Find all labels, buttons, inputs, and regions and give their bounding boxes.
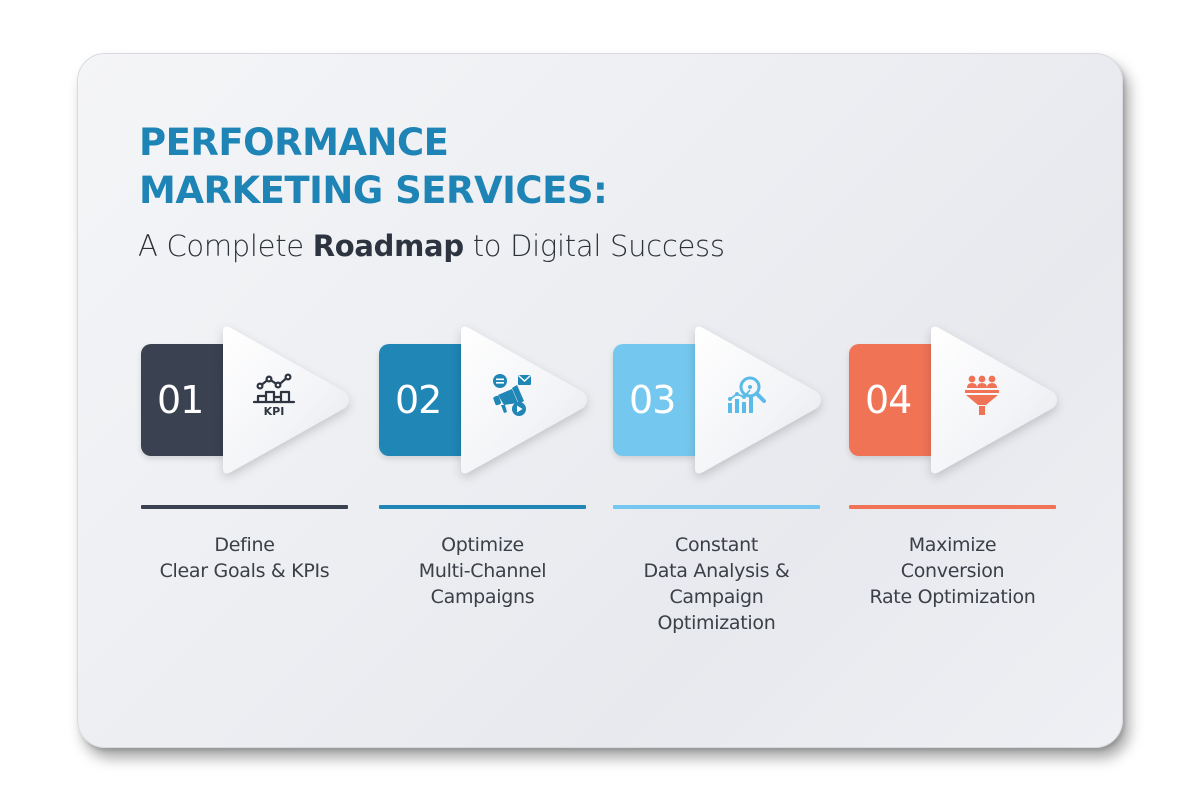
step-label-line: Define xyxy=(214,534,275,556)
conversion-funnel-icon xyxy=(958,371,1006,419)
step-label-line: Maximize xyxy=(908,534,997,556)
step-01: 01 KPI Define Clear Goals & KPIs xyxy=(141,326,361,646)
step-label-line: Data Analysis & xyxy=(643,560,790,582)
step-label: Constant Data Analysis & Campaign Optimi… xyxy=(603,532,830,636)
step-number: 03 xyxy=(629,378,676,422)
page-title: PERFORMANCE MARKETING SERVICES: xyxy=(139,119,608,215)
title-line-1: PERFORMANCE xyxy=(139,121,449,164)
step-number: 02 xyxy=(395,378,442,422)
step-number-box: 03 xyxy=(613,344,695,456)
step-label: Maximize Conversion Rate Optimization xyxy=(839,532,1066,610)
step-label-line: Optimization xyxy=(657,612,776,634)
step-04: 04 Maximize Conversion Rate Optimization xyxy=(849,326,1069,646)
step-label-line: Multi-Channel xyxy=(418,560,547,582)
step-number: 01 xyxy=(157,378,204,422)
step-02: 02 Optimize Multi-Channel Campaigns xyxy=(379,326,599,646)
step-03: 03 Constant Data Analysis & Campaign Opt… xyxy=(613,326,833,646)
step-divider xyxy=(379,505,586,509)
step-number-box: 01 xyxy=(141,344,223,456)
data-analysis-magnifier-icon xyxy=(722,371,770,419)
step-label-line: Campaigns xyxy=(430,586,535,608)
multichannel-megaphone-icon xyxy=(488,371,536,419)
step-label-line: Rate Optimization xyxy=(869,586,1036,608)
kpi-chart-icon: KPI xyxy=(250,371,298,419)
step-label-line: Conversion xyxy=(900,560,1005,582)
step-divider xyxy=(141,505,348,509)
arrow-triangle xyxy=(217,326,353,474)
arrow-triangle xyxy=(455,326,591,474)
subtitle-pre: A Complete xyxy=(138,229,313,263)
step-number: 04 xyxy=(865,378,912,422)
step-label-line: Campaign xyxy=(669,586,764,608)
arrow-triangle xyxy=(689,326,825,474)
step-label-line: Constant xyxy=(674,534,759,556)
step-label-line: Optimize xyxy=(441,534,524,556)
page-subtitle: A Complete Roadmap to Digital Success xyxy=(138,226,725,266)
step-label: Optimize Multi-Channel Campaigns xyxy=(369,532,596,610)
step-number-box: 04 xyxy=(849,344,931,456)
step-label: Define Clear Goals & KPIs xyxy=(131,532,358,584)
step-divider xyxy=(613,505,820,509)
arrow-triangle xyxy=(925,326,1061,474)
subtitle-bold: Roadmap xyxy=(312,229,464,263)
step-number-box: 02 xyxy=(379,344,461,456)
subtitle-post: to Digital Success xyxy=(463,229,725,263)
step-label-line: Clear Goals & KPIs xyxy=(159,560,330,582)
title-line-2: MARKETING SERVICES: xyxy=(139,169,608,212)
svg-text:KPI: KPI xyxy=(264,405,285,418)
step-divider xyxy=(849,505,1056,509)
